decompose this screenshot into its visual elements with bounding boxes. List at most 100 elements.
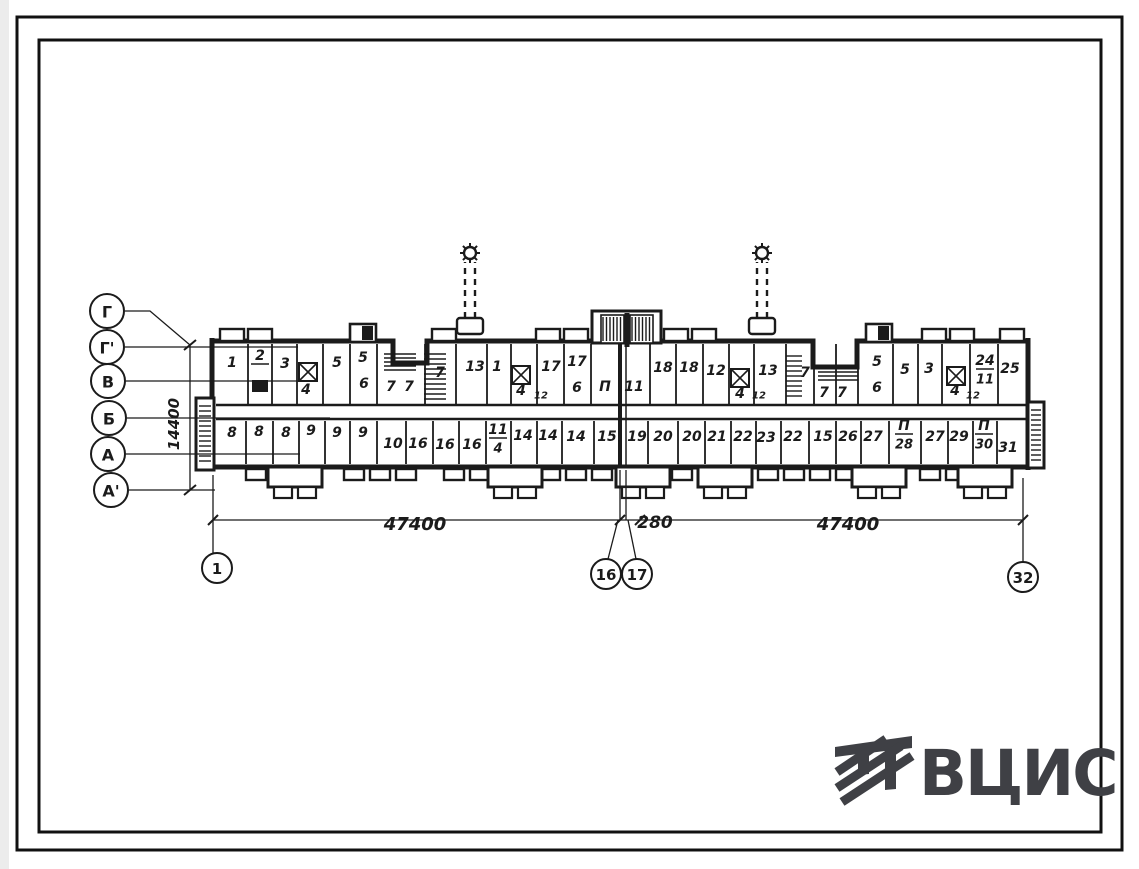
room-label: 22: [783, 429, 802, 445]
room-label: 19: [627, 429, 647, 445]
room-label: 7: [435, 365, 445, 381]
room-label: П: [978, 418, 990, 434]
room-label: 23: [756, 430, 775, 446]
column-axis-markers: 1 16 17 32: [201, 552, 1039, 593]
room-label: 4: [949, 383, 960, 399]
room-label: 12: [966, 391, 980, 402]
row-marker-label: Б: [103, 410, 115, 429]
room-label: 12: [752, 391, 766, 402]
column-marker-label: 16: [596, 566, 617, 584]
room-label: 27: [925, 429, 945, 445]
room-label: 15: [597, 429, 617, 445]
room-label: 8: [227, 425, 237, 441]
room-label: 27: [863, 429, 883, 445]
room-label: 14: [566, 429, 585, 445]
room-label: 29: [949, 429, 969, 445]
building-geometry: [125, 243, 1046, 562]
row-marker-circle: [90, 363, 126, 399]
room-label: 17: [567, 354, 587, 370]
room-label: 7: [386, 379, 396, 395]
dimension-label: 47400: [816, 514, 880, 535]
vcis-logo: ВЦИС: [834, 735, 1118, 810]
column-marker-label: 1: [212, 560, 222, 578]
room-label: 9: [306, 423, 316, 439]
room-label: 10: [383, 436, 403, 452]
room-label: 9: [332, 425, 342, 441]
room-sublabel: 11: [976, 373, 994, 388]
scan-edge: [0, 0, 9, 869]
room-label: 9: [358, 425, 368, 441]
room-label: 20: [653, 429, 673, 445]
room-label: 6: [872, 380, 882, 396]
room-label: 11: [488, 422, 507, 438]
room-sublabel: 4: [492, 442, 502, 457]
room-label: 17: [541, 359, 561, 375]
vertical-dimension-label: 14400: [165, 398, 183, 450]
room-label: 7: [819, 385, 829, 401]
row-marker-circle: [90, 436, 126, 472]
room-label: 24: [975, 353, 994, 369]
room-label: П: [599, 379, 611, 395]
row-marker-circle: [89, 293, 125, 329]
room-label: 8: [254, 424, 264, 440]
room-label: 13: [465, 359, 484, 375]
room-label: 11: [624, 379, 643, 395]
room-label: 16: [462, 437, 482, 453]
room-label: 26: [838, 429, 858, 445]
room-label: 4: [515, 383, 526, 399]
room-label: 1: [492, 359, 502, 375]
row-marker-circle: [91, 400, 127, 436]
room-label: 7: [800, 365, 810, 381]
dimension-label: 47400: [383, 514, 447, 535]
room-label: 5: [358, 350, 368, 366]
room-label: 14: [513, 428, 532, 444]
room-label: 8: [281, 425, 291, 441]
room-label: 20: [682, 429, 702, 445]
room-label: 18: [653, 360, 673, 376]
room-label: 4: [300, 382, 311, 398]
row-marker-label: А': [102, 482, 119, 501]
inner-border: [37, 38, 1103, 834]
room-label: 7: [404, 379, 414, 395]
room-label: 13: [758, 363, 777, 379]
vcis-logo-icon: [834, 735, 915, 806]
column-marker-label: 17: [627, 566, 648, 584]
row-marker-label: Г': [99, 339, 114, 358]
row-marker-label: А: [102, 446, 115, 465]
room-label: 12: [534, 391, 548, 402]
row-marker-label: В: [102, 373, 114, 392]
column-marker-circle: [201, 552, 233, 584]
column-marker-circle: [1007, 561, 1039, 593]
row-marker-label: Г: [102, 303, 112, 322]
vcis-logo-text: ВЦИС: [919, 737, 1116, 810]
room-sublabel: 30: [975, 438, 993, 453]
outer-border: [15, 15, 1124, 852]
room-sublabel: 28: [895, 438, 913, 453]
row-marker-circle: [93, 472, 129, 508]
row-axis-markers: Г Г' В Б А А': [89, 293, 129, 508]
room-label: 5: [332, 355, 342, 371]
column-marker-label: 32: [1013, 569, 1034, 587]
room-label: 21: [707, 429, 726, 445]
room-label: 22: [733, 429, 752, 445]
room-label: 14: [538, 428, 557, 444]
room-label: 4: [734, 386, 745, 402]
room-label: 2: [255, 348, 265, 364]
room-label: 31: [998, 440, 1017, 456]
room-label: 25: [1000, 361, 1020, 377]
room-label: 5: [872, 354, 882, 370]
room-label: 1: [227, 355, 237, 371]
room-label: 16: [408, 436, 428, 452]
room-label: 5: [900, 362, 910, 378]
room-label: 16: [435, 437, 455, 453]
room-label: 7: [837, 385, 847, 401]
room-label: 18: [679, 360, 699, 376]
room-label: 15: [813, 429, 833, 445]
horizontal-dimensions: 47400 280 47400: [383, 513, 880, 535]
room-label: 12: [706, 363, 725, 379]
room-label: 3: [280, 356, 290, 372]
